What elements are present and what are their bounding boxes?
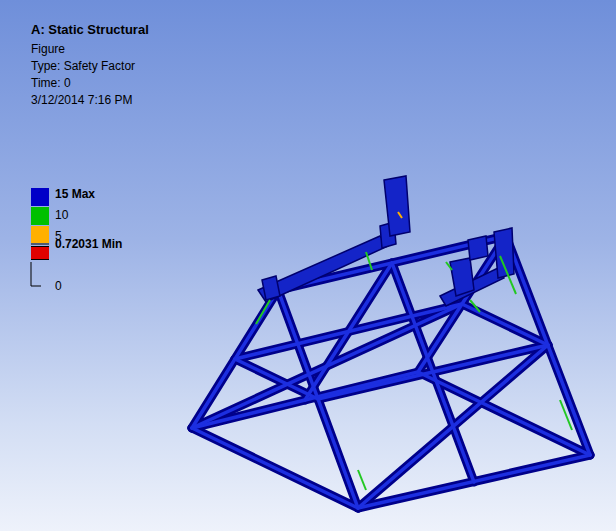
plot-title: A: Static Structural [31, 23, 149, 37]
legend-tail [31, 244, 49, 286]
legend-swatch [31, 246, 49, 260]
info-line: Figure [31, 42, 65, 56]
legend-swatch [31, 226, 49, 243]
info-line: Time: 0 [31, 76, 71, 90]
info-line: Type: Safety Factor [31, 59, 135, 73]
saddle-brackets [258, 176, 514, 306]
legend-value: 0 [55, 279, 62, 293]
legend-swatch [31, 188, 49, 206]
legend-value: 0.72031 Min [55, 237, 122, 251]
legend-value: 10 [55, 208, 68, 222]
stress-highlights [256, 212, 572, 490]
info-line: 3/12/2014 7:16 PM [31, 93, 132, 107]
legend-swatch [31, 207, 49, 225]
frame-members [192, 236, 590, 508]
legend-value: 15 Max [55, 187, 95, 201]
